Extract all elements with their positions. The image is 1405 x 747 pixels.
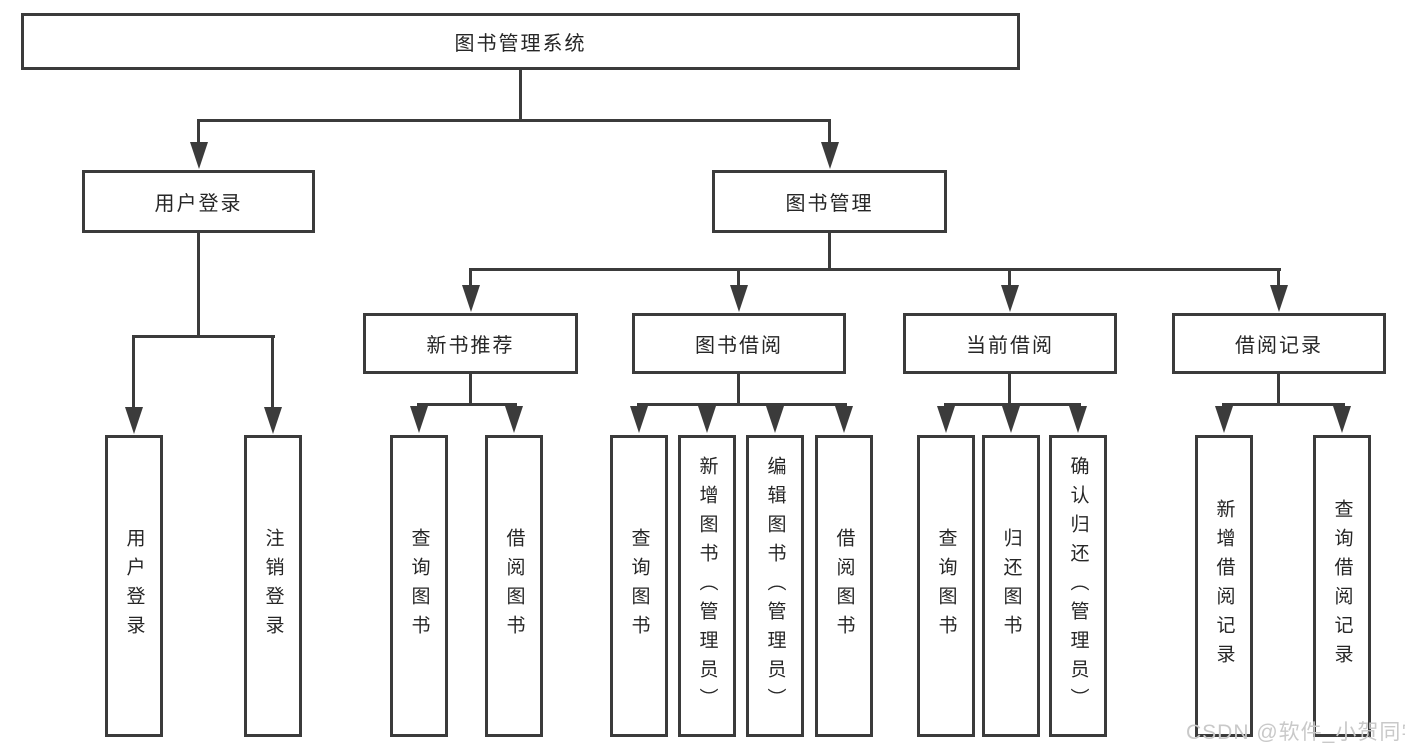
leaf-add-borrow-record-label: 新增借阅记录 — [1213, 499, 1235, 673]
connector-records-stem — [1277, 372, 1280, 405]
arrowhead-down-leaf-add-book — [698, 406, 716, 433]
node-book-management-label: 图书管理 — [785, 193, 874, 215]
connector-book-management-bus — [469, 268, 1281, 271]
connector-current-stem — [1008, 372, 1011, 405]
leaf-query-borrow-record-label: 查询借阅记录 — [1331, 499, 1353, 673]
connector-borrow-bus — [637, 403, 847, 406]
connector-root-left-drop — [197, 119, 200, 144]
arrowhead-down-book-borrow — [730, 285, 748, 312]
node-root-label: 图书管理系统 — [454, 33, 587, 55]
arrowhead-down-current-borrow — [1001, 285, 1019, 312]
node-new-book-recommend: 新书推荐 — [363, 313, 578, 374]
leaf-query-books-current: 查询图书 — [917, 435, 975, 737]
leaf-logout: 注销登录 — [244, 435, 302, 737]
arrowhead-down-leaf-add-record — [1215, 406, 1233, 433]
arrowhead-down-leaf-edit-book — [766, 406, 784, 433]
arrowhead-down-user-login — [190, 142, 208, 169]
arrowhead-down-leaf-borrow-recommend — [505, 406, 523, 433]
node-borrow-records-label: 借阅记录 — [1235, 335, 1323, 357]
arrowhead-down-book-management — [821, 142, 839, 169]
leaf-query-books-recommend: 查询图书 — [390, 435, 448, 737]
arrowhead-down-leaf-borrow-book — [835, 406, 853, 433]
leaf-query-books-recommend-label: 查询图书 — [408, 528, 430, 644]
connector-current-bus — [944, 403, 1081, 406]
node-book-borrow-label: 图书借阅 — [695, 335, 783, 357]
leaf-add-borrow-record: 新增借阅记录 — [1195, 435, 1253, 737]
node-book-management: 图书管理 — [712, 170, 947, 233]
leaf-return-books: 归还图书 — [982, 435, 1040, 737]
leaf-edit-book-admin: 编辑图书（管理员） — [746, 435, 804, 737]
arrowhead-down-borrow-records — [1270, 285, 1288, 312]
arrowhead-down-leaf-query-borrow — [630, 406, 648, 433]
node-new-book-recommend-label: 新书推荐 — [426, 335, 515, 357]
node-current-borrow-label: 当前借阅 — [966, 335, 1054, 357]
arrowhead-down-new-book-recommend — [462, 285, 480, 312]
connector-recommend-stem — [469, 372, 472, 405]
arrowhead-down-leaf-query-current — [937, 406, 955, 433]
arrowhead-down-leaf-confirm-return — [1069, 406, 1087, 433]
leaf-borrow-books-borrow: 借阅图书 — [815, 435, 873, 737]
connector-borrow-stem — [737, 372, 740, 405]
node-root: 图书管理系统 — [21, 13, 1020, 70]
leaf-add-book-admin: 新增图书（管理员） — [678, 435, 736, 737]
connector-bm-drop-2 — [737, 268, 740, 288]
connector-root-stem — [519, 70, 522, 120]
leaf-edit-book-admin-label: 编辑图书（管理员） — [764, 455, 786, 717]
connector-bm-drop-4 — [1277, 268, 1280, 288]
leaf-query-books-borrow: 查询图书 — [610, 435, 668, 737]
leaf-borrow-books-recommend-label: 借阅图书 — [503, 528, 525, 644]
leaf-user-login: 用户登录 — [105, 435, 163, 737]
connector-user-login-drop-1 — [132, 335, 135, 409]
leaf-confirm-return-admin: 确认归还（管理员） — [1049, 435, 1107, 737]
arrowhead-down-leaf-user-login — [125, 407, 143, 434]
arrowhead-down-leaf-query-record — [1333, 406, 1351, 433]
connector-recommend-bus — [417, 403, 517, 406]
node-borrow-records: 借阅记录 — [1172, 313, 1386, 374]
leaf-query-books-borrow-label: 查询图书 — [628, 528, 650, 644]
leaf-user-login-label: 用户登录 — [123, 528, 145, 644]
connector-root-right-drop — [828, 119, 831, 144]
arrowhead-down-leaf-query-recommend — [410, 406, 428, 433]
leaf-borrow-books-recommend: 借阅图书 — [485, 435, 543, 737]
leaf-add-book-admin-label: 新增图书（管理员） — [696, 455, 718, 717]
connector-user-login-drop-2 — [271, 335, 274, 409]
node-current-borrow: 当前借阅 — [903, 313, 1117, 374]
arrowhead-down-leaf-return-books — [1002, 406, 1020, 433]
node-user-login: 用户登录 — [82, 170, 315, 233]
leaf-query-books-current-label: 查询图书 — [935, 528, 957, 644]
leaf-confirm-return-admin-label: 确认归还（管理员） — [1067, 455, 1089, 717]
leaf-borrow-books-borrow-label: 借阅图书 — [833, 528, 855, 644]
arrowhead-down-leaf-logout — [264, 407, 282, 434]
connector-root-bus — [197, 119, 831, 122]
node-user-login-label: 用户登录 — [154, 193, 243, 215]
leaf-return-books-label: 归还图书 — [1000, 528, 1022, 644]
connector-bm-drop-1 — [469, 268, 472, 288]
connector-book-management-stem — [828, 231, 831, 270]
node-book-borrow: 图书借阅 — [632, 313, 846, 374]
csdn-watermark: CSDN @软件_小贺同学 — [1186, 721, 1405, 744]
leaf-query-borrow-record: 查询借阅记录 — [1313, 435, 1371, 737]
connector-bm-drop-3 — [1008, 268, 1011, 288]
connector-user-login-stem — [197, 231, 200, 337]
leaf-logout-label: 注销登录 — [262, 528, 284, 644]
connector-user-login-bus — [132, 335, 275, 338]
connector-records-bus — [1222, 403, 1345, 406]
